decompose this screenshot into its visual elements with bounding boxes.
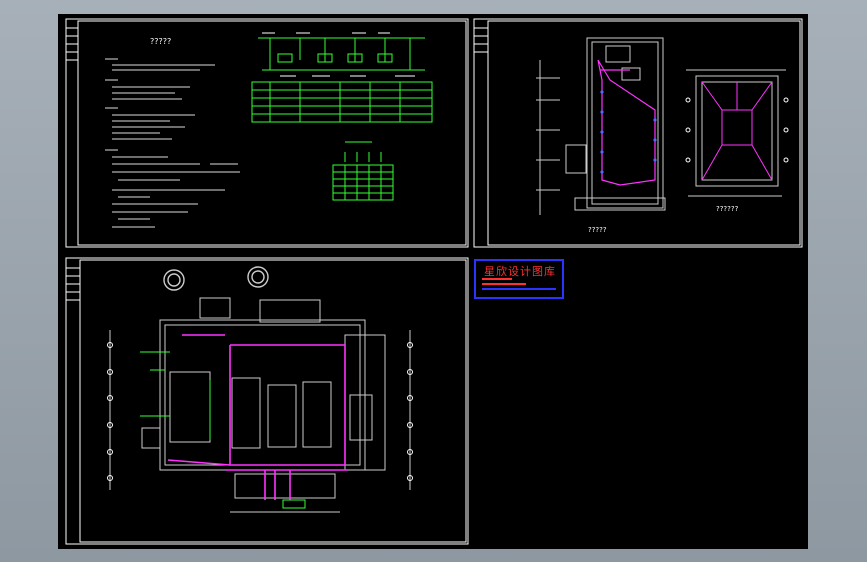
watermark-line bbox=[482, 288, 556, 290]
watermark-line bbox=[482, 278, 512, 280]
notes-sheet-title: ????? bbox=[150, 37, 172, 46]
roof-plan bbox=[686, 69, 786, 197]
watermark-line bbox=[482, 283, 526, 285]
distribution-schematic bbox=[251, 37, 433, 123]
sheet-lighting-frame[interactable] bbox=[473, 18, 803, 248]
lighting-circuit bbox=[597, 59, 656, 186]
plan-sheet-title: ????? bbox=[588, 226, 607, 234]
legend-table bbox=[332, 141, 394, 201]
cad-drawing-canvas[interactable] bbox=[58, 14, 808, 549]
equipment-plan-outline bbox=[109, 297, 411, 513]
roof-axis-marks bbox=[685, 97, 789, 163]
axis-bubbles bbox=[107, 342, 413, 481]
roof-lightning-conductor bbox=[701, 81, 773, 181]
sheet-plan-frame[interactable] bbox=[65, 257, 469, 545]
roof-sheet-title: ?????? bbox=[716, 205, 739, 213]
watermark-title: 星欣设计图库 bbox=[484, 265, 556, 278]
chimneys bbox=[163, 266, 269, 291]
lighting-plan bbox=[536, 37, 666, 215]
schematic-labels bbox=[262, 32, 415, 77]
lighting-fixtures bbox=[600, 90, 657, 174]
watermark-lines bbox=[482, 278, 560, 293]
sheet-notes-frame[interactable] bbox=[65, 18, 469, 248]
watermark-stamp: 星欣设计图库 bbox=[474, 259, 564, 299]
notes-text-block bbox=[105, 58, 240, 228]
control-wiring bbox=[140, 351, 306, 509]
power-wiring bbox=[167, 334, 348, 500]
